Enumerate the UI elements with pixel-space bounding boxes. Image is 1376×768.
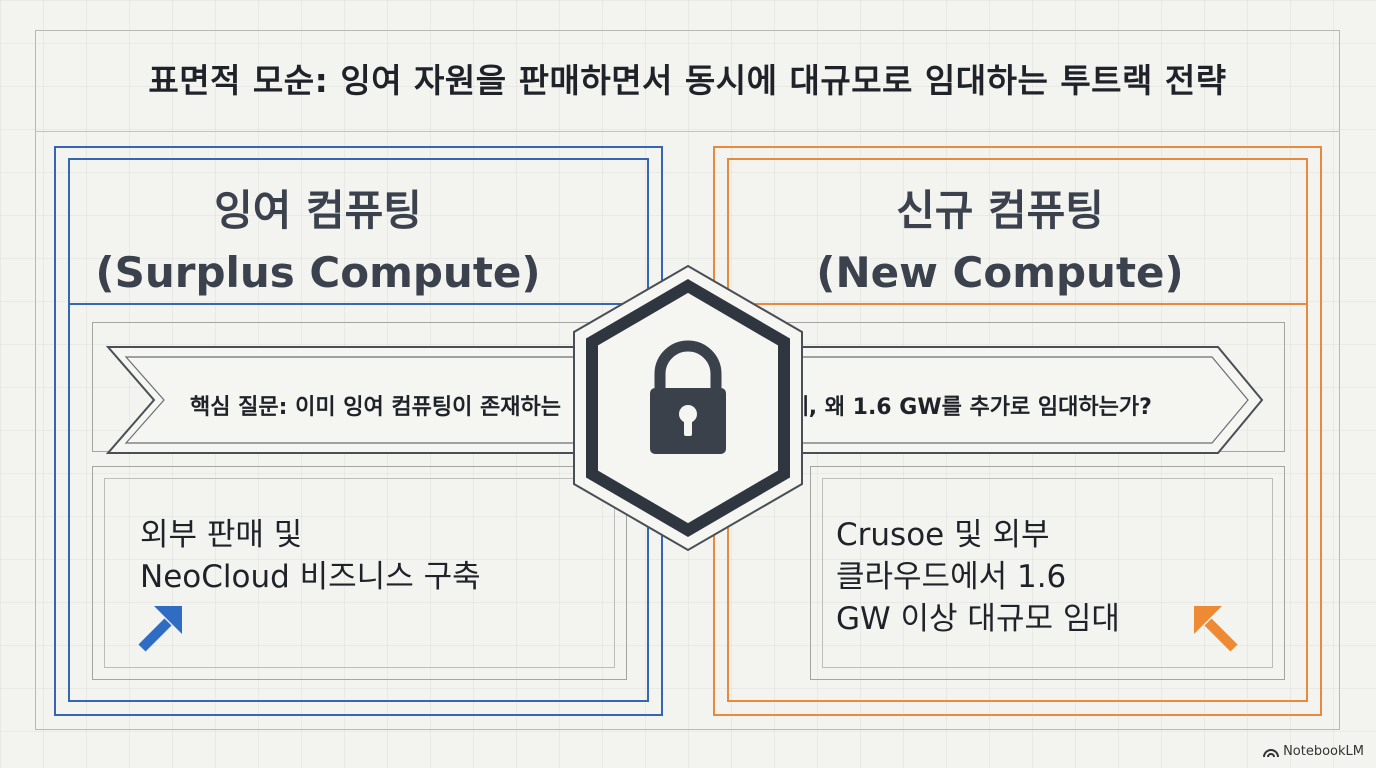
right-body-line3: GW 이상 대규모 임대 bbox=[836, 601, 1120, 637]
slide-title: 표면적 모순: 잉여 자원을 판매하면서 동시에 대규모로 임대하는 투트랙 전… bbox=[148, 61, 1227, 100]
left-panel-title-line2: (Surplus Compute) bbox=[95, 248, 541, 297]
branding-label: NotebookLM bbox=[1283, 744, 1364, 759]
lock-icon bbox=[650, 340, 726, 454]
arrow-up-right-icon bbox=[138, 606, 182, 652]
lock-hexagon bbox=[573, 264, 803, 552]
left-body-line1: 외부 판매 및 bbox=[140, 517, 303, 553]
left-body-line2: NeoCloud 비즈니스 구축 bbox=[140, 559, 481, 595]
right-content-box bbox=[810, 466, 1285, 680]
left-content-box bbox=[92, 466, 627, 680]
banner-question-right: 하는데, 왜 1.6 GW를 추가로 임대하는가? bbox=[748, 395, 1152, 420]
left-panel-header-divider bbox=[68, 303, 649, 305]
right-panel-body: Crusoe 및 외부 클라우드에서 1.6 GW 이상 대규모 임대 bbox=[836, 514, 1120, 640]
left-content-inner-box bbox=[104, 478, 615, 668]
right-body-line2: 클라우드에서 1.6 bbox=[836, 559, 1067, 595]
title-divider bbox=[35, 131, 1340, 132]
slide-frame bbox=[35, 30, 1340, 730]
notebooklm-branding: NotebookLM bbox=[1263, 744, 1364, 759]
right-panel-title: 신규 컴퓨팅 (New Compute) bbox=[780, 180, 1220, 304]
left-panel-title: 잉여 컴퓨팅 (Surplus Compute) bbox=[68, 180, 568, 304]
right-body-line1: Crusoe 및 외부 bbox=[836, 517, 1050, 553]
right-panel-title-line2: (New Compute) bbox=[816, 248, 1184, 297]
notebooklm-logo-icon bbox=[1263, 748, 1280, 757]
right-panel-header-divider bbox=[727, 303, 1308, 305]
banner-question-left: 핵심 질문: 이미 잉여 컴퓨팅이 존재하는 bbox=[190, 395, 561, 420]
right-panel-title-line1: 신규 컴퓨팅 bbox=[896, 186, 1104, 235]
right-content-inner-box bbox=[822, 478, 1273, 668]
left-panel-title-line1: 잉여 컴퓨팅 bbox=[214, 186, 422, 235]
left-panel-body: 외부 판매 및 NeoCloud 비즈니스 구축 bbox=[140, 514, 481, 598]
arrow-up-left-icon bbox=[1194, 606, 1238, 652]
